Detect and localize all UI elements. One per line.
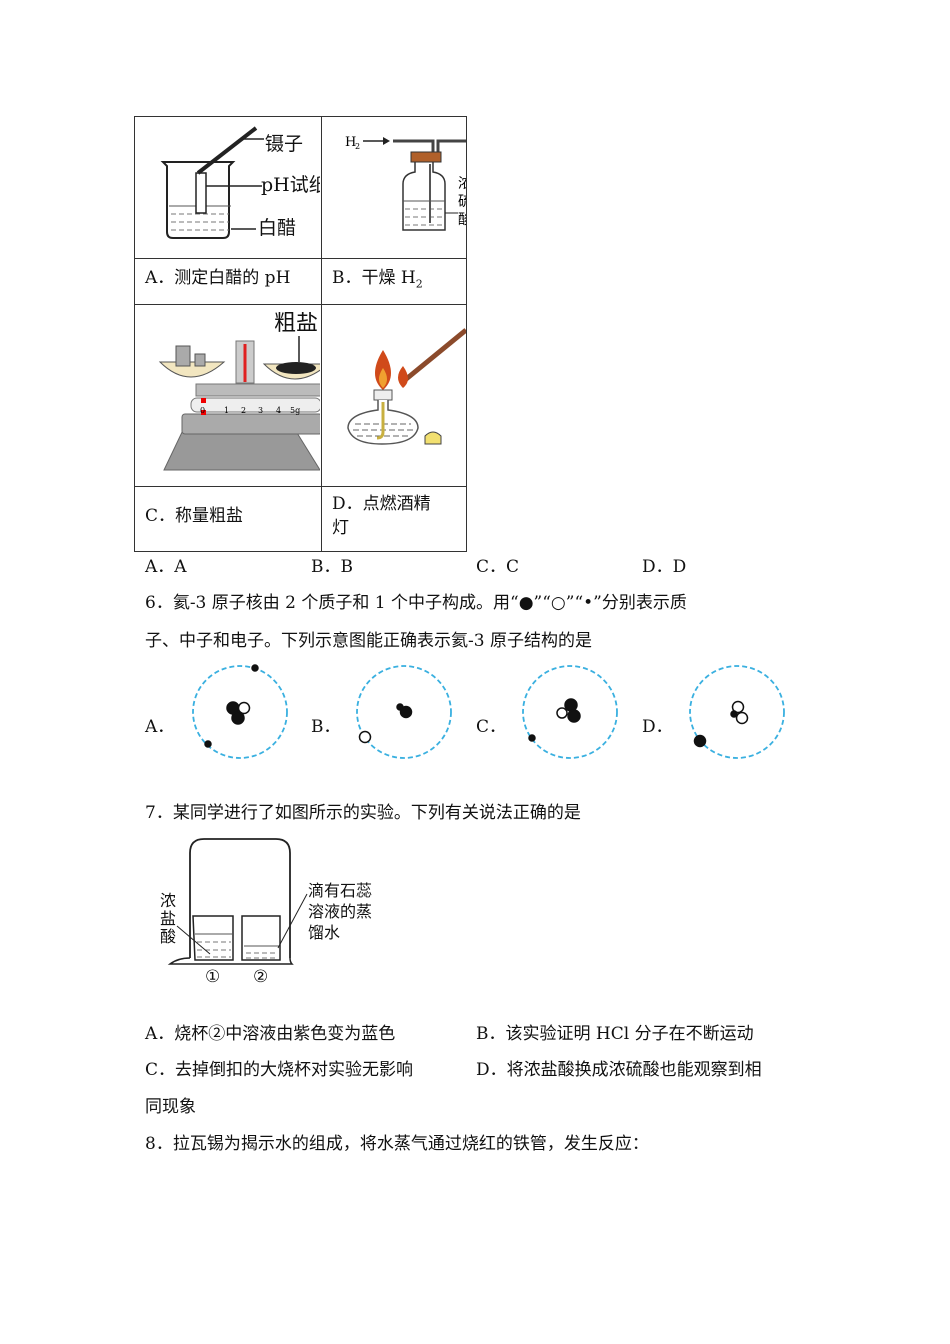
svg-text:2: 2 (355, 142, 360, 151)
q7-stem: 7．某同学进行了如图所示的实验。下列有关说法正确的是 (145, 803, 581, 823)
q8-stem: 8．拉瓦锡为揭示水的组成，将水蒸气通过烧红的铁管，发生反应： (145, 1134, 649, 1154)
q6-stem-line1: 6．氦-3 原子核由 2 个质子和 1 个中子构成。用“●”“○”“•”分别表示… (145, 593, 687, 613)
q6-option-b[interactable]: B． (311, 717, 341, 737)
scale-tick: 0 (200, 406, 205, 415)
q5-option-a[interactable]: A．A (145, 557, 187, 577)
atom-d (693, 700, 749, 748)
atom-b (358, 703, 413, 744)
h2-label: H (345, 135, 356, 150)
atom-a-orbit (192, 665, 288, 759)
scale-tick: 5g (290, 406, 300, 415)
q7-option-a[interactable]: A．烧杯②中溶液由紫色变为蓝色 (145, 1024, 396, 1044)
atom-b-orbit (356, 665, 452, 759)
ph-paper-label: pH试纸 (261, 175, 320, 195)
beaker-1-label: ① (205, 967, 221, 987)
conc-hcl-label: 浓盐酸 (160, 891, 177, 946)
atom-diagrams (192, 664, 785, 759)
q6-option-d[interactable]: D． (642, 717, 673, 737)
scale-tick: 3 (258, 406, 263, 415)
ph-test-figure (160, 126, 264, 239)
beaker-2-label: ② (253, 967, 269, 987)
atom-c-orbit (522, 665, 618, 759)
q6-option-a[interactable]: A． (145, 717, 175, 737)
cell-b-label: B．干燥 H2 (332, 268, 423, 291)
q6-stem-line2: 子、中子和电子。下列示意图能正确表示氦-3 原子结构的是 (145, 631, 592, 651)
cell-c-label: C．称量粗盐 (145, 506, 244, 526)
gas-drying-bottle-figure: H 2 浓 硫 酸 (345, 135, 466, 231)
tweezers-label: 镊子 (265, 133, 304, 155)
scale-tick: 2 (241, 406, 246, 415)
svg-text:硫: 硫 (458, 194, 466, 210)
litmus-water-label: 滴有石蕊溶液的蒸馏水 (308, 881, 373, 942)
q5-option-d[interactable]: D．D (642, 557, 687, 577)
q7-option-c[interactable]: C．去掉倒扣的大烧杯对实验无影响 (145, 1060, 414, 1080)
balance-figure: 0 1 2 3 4 5g (158, 336, 320, 471)
q5-option-c[interactable]: C．C (476, 557, 520, 577)
vinegar-label: 白醋 (258, 217, 297, 239)
conc-sulfuric-label: 浓 (458, 176, 466, 192)
atom-d-orbit (689, 665, 785, 759)
svg-text:酸: 酸 (458, 212, 466, 228)
cell-d-label-line1: D．点燃酒精 (332, 494, 431, 514)
scale-tick: 4 (276, 406, 281, 415)
cell-a-label: A．测定白醋的 pH (145, 268, 291, 288)
q7-option-d[interactable]: D．将浓盐酸换成浓硫酸也能观察到相 (476, 1060, 762, 1080)
alcohol-lamp-figure (347, 328, 466, 445)
cell-d-label-line2: 灯 (332, 518, 349, 538)
q7-option-b[interactable]: B．该实验证明 HCl 分子在不断运动 (476, 1024, 754, 1044)
q6-option-c[interactable]: C． (476, 717, 507, 737)
atom-a (204, 664, 259, 748)
crude-salt-label: 粗盐 (274, 312, 319, 336)
q5-option-b[interactable]: B．B (311, 557, 353, 577)
atom-c (528, 698, 581, 742)
q7-option-d-continued: 同现象 (145, 1097, 196, 1117)
hcl-diffusion-figure (167, 838, 308, 965)
scale-tick: 1 (224, 406, 229, 415)
experiment-table (134, 116, 467, 552)
